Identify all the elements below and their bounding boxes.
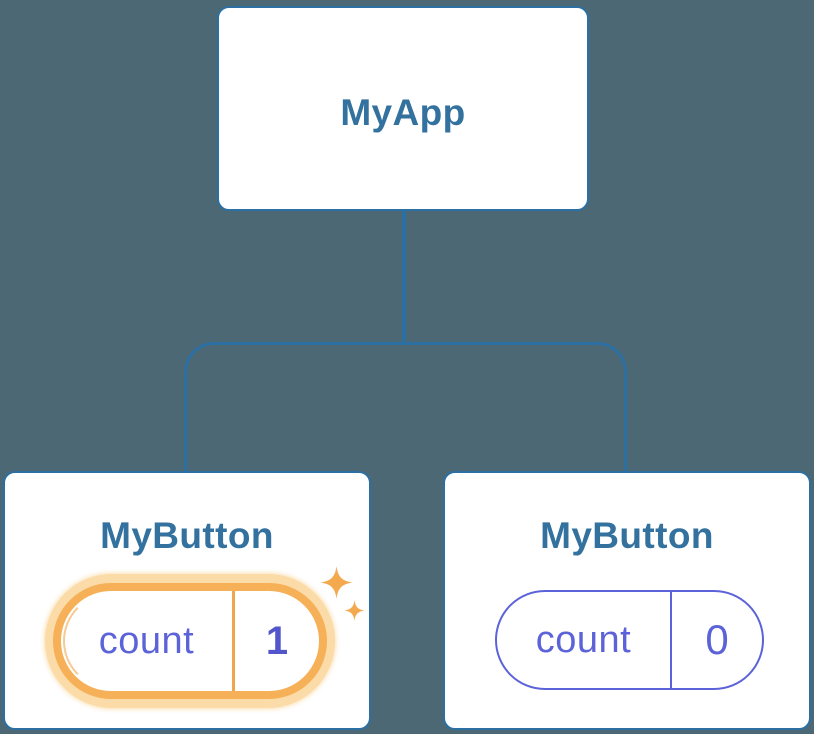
connector-stem bbox=[402, 211, 406, 342]
connector-branch bbox=[184, 342, 627, 471]
state-change-halo: count 1 bbox=[45, 574, 335, 708]
state-key-cell: count bbox=[497, 592, 670, 688]
state-pill-divider bbox=[670, 592, 672, 688]
state-pill-highlighted: count 1 bbox=[53, 583, 327, 699]
state-key-label: count bbox=[98, 619, 195, 662]
component-name-mybutton-2: MyButton bbox=[540, 515, 714, 556]
state-value: 0 bbox=[705, 616, 729, 663]
state-pill-divider bbox=[232, 591, 235, 691]
sparkle-icon bbox=[344, 600, 365, 621]
tree-node-root: MyApp bbox=[217, 6, 589, 211]
tree-node-mybutton-2: MyButton count 0 bbox=[443, 471, 811, 730]
component-name-mybutton-1: MyButton bbox=[100, 515, 274, 556]
state-value: 1 bbox=[265, 618, 289, 663]
state-key-cell: count bbox=[61, 591, 232, 691]
state-key-label: count bbox=[535, 618, 632, 661]
state-value-cell: 0 bbox=[672, 592, 762, 688]
state-value-cell: 1 bbox=[235, 591, 319, 691]
tree-node-mybutton-1: MyButton count 1 bbox=[3, 471, 371, 730]
component-name-root: MyApp bbox=[340, 92, 466, 133]
sparkle-icon bbox=[320, 566, 353, 599]
state-pill: count 0 bbox=[495, 590, 764, 690]
